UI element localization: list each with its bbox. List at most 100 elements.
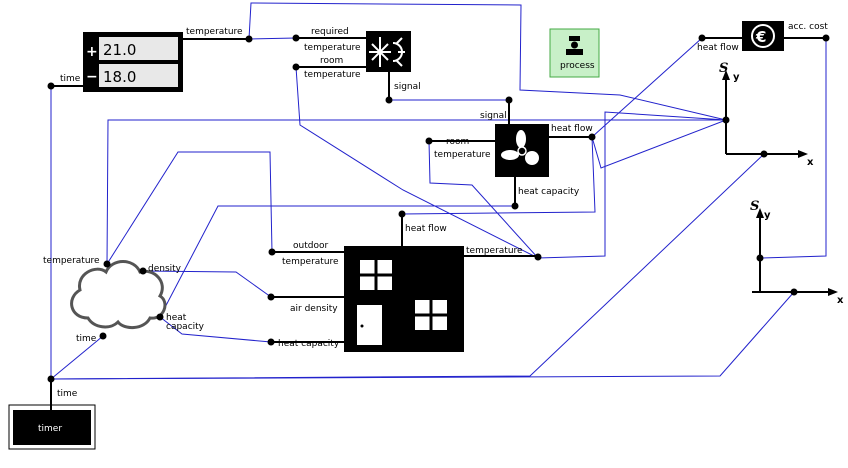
setpoint-low-display[interactable]	[99, 64, 178, 87]
house-block[interactable]	[344, 246, 464, 352]
fan-heatcap-label: heat capacity	[518, 187, 580, 197]
port-setpoint-time[interactable]	[47, 82, 55, 90]
euro-icon	[751, 24, 775, 48]
thermostat-required-label: required	[311, 27, 349, 37]
wire-fan-heatflow-to-plot1	[591, 119, 727, 169]
plot2-x-label: x	[837, 295, 844, 306]
port-house-temp-out[interactable]	[534, 253, 542, 261]
wire-cost-to-plot2	[759, 38, 827, 259]
port-plot1-y[interactable]	[722, 116, 730, 124]
port-house-outdoor[interactable]	[268, 248, 276, 256]
house-temp-out-label: temperature	[466, 246, 523, 256]
port-setpoint-out[interactable]	[245, 35, 253, 43]
wire-house-temp-to-fan	[428, 140, 539, 259]
port-thermostat-room[interactable]	[292, 63, 300, 71]
thermostat-block[interactable]	[366, 31, 411, 72]
port-cost-out[interactable]	[822, 34, 830, 42]
setpoint-high-display[interactable]	[99, 37, 178, 60]
timer-block[interactable]: timer	[8, 404, 96, 450]
wire-weather-temp-to-plot1	[106, 119, 726, 265]
port-weather-heatcap[interactable]	[156, 313, 164, 321]
thermostat-signal-label: signal	[394, 82, 421, 92]
port-thermostat-signal[interactable]	[385, 96, 393, 104]
cost-out-label: acc. cost	[788, 22, 828, 32]
cost-in-label: heat flow	[697, 43, 739, 53]
euro-symbol: €	[755, 28, 766, 46]
port-plot2-x[interactable]	[790, 288, 798, 296]
setpoint-block[interactable]: + − 21.0 18.0	[83, 32, 183, 92]
wire-setpoint-to-thermostat	[248, 37, 297, 40]
fan-heatflow-label: heat flow	[551, 124, 593, 134]
plot1-y-label: y	[733, 72, 740, 83]
setpoint-high-value: 21.0	[103, 41, 136, 59]
port-cost-in[interactable]	[698, 34, 706, 42]
timer-label: timer	[38, 424, 62, 434]
timer-body[interactable]	[13, 410, 91, 445]
setpoint-low-value: 18.0	[103, 68, 136, 86]
weather-density-label: density	[148, 264, 182, 274]
port-weather-density[interactable]	[139, 267, 147, 275]
house-outdoor-label-2: temperature	[282, 257, 339, 267]
connection-wires	[50, 2, 827, 380]
minus-icon[interactable]: −	[86, 69, 98, 85]
weather-capacity-label: capacity	[166, 322, 205, 332]
wire-setpoint-to-plot1	[248, 2, 727, 121]
port-timer-out[interactable]	[47, 375, 55, 383]
process-button[interactable]: process	[549, 28, 600, 78]
port-fan-heatcap[interactable]	[511, 202, 519, 210]
wire-fan-heatflow-to-cost	[591, 37, 703, 138]
timer-time-label: time	[57, 389, 78, 399]
wire-house-temp-to-plot2	[537, 111, 727, 259]
port-house-heatflow[interactable]	[398, 210, 406, 218]
plot2-y-label: y	[764, 210, 771, 221]
setpoint-in-label: time	[60, 74, 81, 84]
port-thermostat-required[interactable]	[292, 34, 300, 42]
plot2-block[interactable]: S y x	[750, 199, 844, 306]
weather-time-label: time	[76, 334, 97, 344]
fan-room-label: room	[446, 137, 469, 147]
fan-signal-label: signal	[480, 111, 507, 121]
port-weather-temp[interactable]	[103, 260, 111, 268]
port-plot1-x[interactable]	[760, 150, 768, 158]
port-house-air[interactable]	[267, 293, 275, 301]
port-fan-room[interactable]	[425, 137, 433, 145]
fan-icon	[501, 130, 539, 165]
worker-icon	[566, 36, 583, 55]
house-outdoor-label: outdoor	[293, 241, 328, 251]
port-fan-signal[interactable]	[505, 96, 513, 104]
port-plot2-y[interactable]	[756, 254, 764, 262]
wire-timer-to-weather	[50, 335, 104, 380]
wire-density-to-house	[142, 270, 272, 298]
wire-timer-to-plot2	[50, 291, 795, 380]
port-weather-time[interactable]	[99, 332, 107, 340]
snowflake-sun-icon	[369, 37, 405, 67]
cloud-icon	[70, 260, 167, 329]
wire-fan-heatflow-to-house	[401, 136, 596, 215]
setpoint-out-label: temperature	[186, 27, 243, 37]
thermostat-required-label-2: temperature	[304, 43, 361, 53]
weather-cloud-block[interactable]	[70, 260, 167, 329]
wire-house-temp-to-thermostat	[295, 66, 539, 259]
fan-room-label-2: temperature	[434, 150, 491, 160]
plot2-y-symbol: S	[750, 199, 759, 214]
cost-block[interactable]: €	[742, 21, 784, 51]
weather-heat-label: heat	[166, 313, 187, 323]
plus-icon[interactable]: +	[86, 44, 98, 60]
port-fan-heatflow[interactable]	[588, 133, 596, 141]
plot1-y-arrow-icon	[722, 70, 730, 80]
plot1-x-label: x	[807, 157, 814, 168]
plot2-y-arrow-icon	[756, 208, 764, 218]
port-house-heatcap[interactable]	[267, 338, 275, 346]
fan-block[interactable]	[495, 124, 549, 177]
plot1-y-symbol: S	[719, 61, 728, 76]
house-air-label: air density	[290, 304, 338, 314]
house-heatflow-label: heat flow	[405, 224, 447, 234]
process-label: process	[560, 61, 595, 71]
door-knob	[360, 324, 364, 328]
thermostat-room-label: room	[320, 56, 343, 66]
weather-temp-label: temperature	[43, 256, 100, 266]
wire-heatcap-to-fan	[159, 205, 515, 318]
window-frames	[360, 260, 447, 330]
wire-weather-temp-to-house	[106, 151, 273, 265]
